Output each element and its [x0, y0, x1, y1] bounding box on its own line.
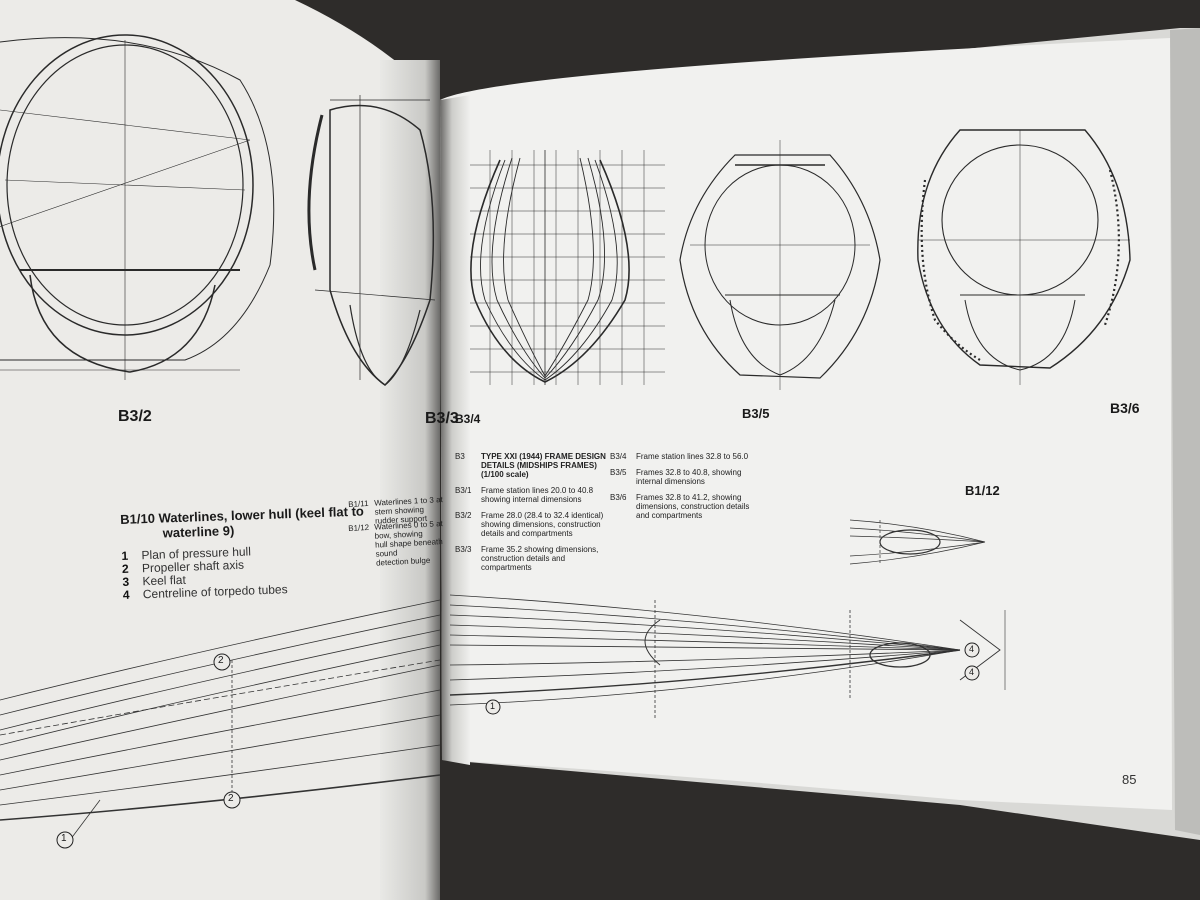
callout-number: 2 — [228, 793, 234, 804]
plan-drawing-b1-12 — [849, 519, 986, 565]
figure-label-b1-12: B1/12 — [965, 483, 1000, 498]
plan-drawing-b1-11 — [449, 594, 1006, 720]
frame-drawing-b3-3 — [307, 95, 436, 386]
callout-number: 1 — [61, 833, 67, 844]
figure-label-b3-2: B3/2 — [118, 408, 152, 425]
callout-circles — [56, 642, 980, 849]
callout-number: 4 — [969, 644, 975, 654]
frame-drawing-b3-4 — [470, 150, 665, 385]
callout-number: 4 — [969, 667, 975, 677]
board-edge — [1170, 28, 1200, 835]
plan-drawing-b1-10 — [0, 599, 441, 841]
left-gutter-shadow — [380, 60, 440, 900]
right-page — [440, 38, 1172, 810]
caption-b1-10: B1/10 Waterlines, lower hull (keel flat … — [120, 503, 367, 601]
page-number: 85 — [1122, 772, 1137, 787]
figure-label-b3-6: B3/6 — [1110, 400, 1140, 416]
frame-drawing-b3-5 — [679, 140, 881, 390]
callout-number: 1 — [490, 701, 496, 711]
frame-drawing-b3-2 — [0, 34, 275, 380]
callout-number: 2 — [218, 655, 224, 666]
figure-label-b3-5: B3/5 — [742, 406, 770, 421]
frame-drawing-b3-6 — [917, 129, 1131, 385]
figure-label-b3-3: B3/3 — [425, 410, 459, 428]
left-page — [0, 0, 440, 900]
right-gutter-shadow — [440, 95, 470, 765]
figure-label-b3-4: B3/4 — [455, 412, 481, 426]
